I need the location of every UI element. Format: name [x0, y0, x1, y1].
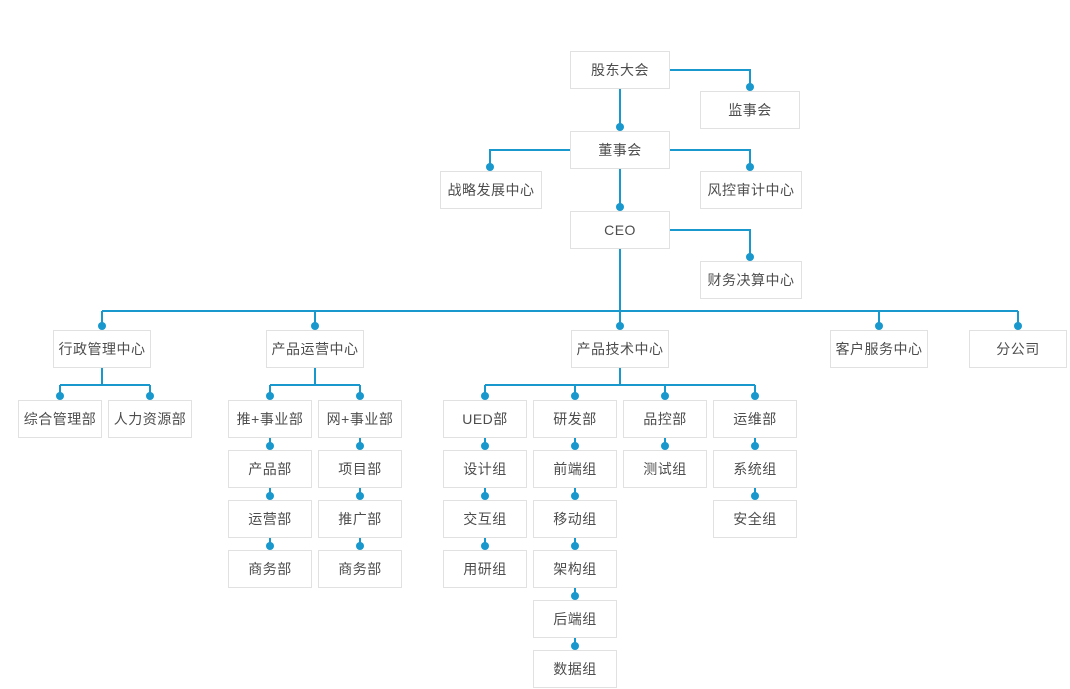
node-supervisory-board: 监事会: [700, 91, 800, 129]
connector-dot: [481, 442, 489, 450]
node-promotion-dept: 推广部: [318, 500, 402, 538]
node-tui-plus-division: 推+事业部: [228, 400, 312, 438]
connector-dot: [616, 203, 624, 211]
node-mobile-group: 移动组: [533, 500, 617, 538]
node-security-group: 安全组: [713, 500, 797, 538]
connector-dot: [751, 442, 759, 450]
node-operations-dept: 运营部: [228, 500, 312, 538]
connector-dot: [266, 442, 274, 450]
node-customer-service-center: 客户服务中心: [830, 330, 928, 368]
node-user-research-group: 用研组: [443, 550, 527, 588]
connector-dot: [311, 322, 319, 330]
node-quality-control-dept: 品控部: [623, 400, 707, 438]
connector-dot: [356, 392, 364, 400]
node-branch-company: 分公司: [969, 330, 1067, 368]
connector-dot: [56, 392, 64, 400]
node-interaction-group: 交互组: [443, 500, 527, 538]
connector-dot: [146, 392, 154, 400]
connector-dot: [751, 492, 759, 500]
connector-dot: [661, 392, 669, 400]
node-financial-settlement-center: 财务决算中心: [700, 261, 802, 299]
connector-dot: [616, 322, 624, 330]
node-board-of-directors: 董事会: [570, 131, 670, 169]
connector-dots: [56, 83, 1022, 650]
connector-dot: [571, 492, 579, 500]
node-data-group: 数据组: [533, 650, 617, 688]
node-product-dept: 产品部: [228, 450, 312, 488]
node-risk-audit-center: 风控审计中心: [700, 171, 802, 209]
node-business-dept-right: 商务部: [318, 550, 402, 588]
node-system-group: 系统组: [713, 450, 797, 488]
connector-dot: [746, 253, 754, 261]
node-rd-dept: 研发部: [533, 400, 617, 438]
node-human-resources-dept: 人力资源部: [108, 400, 192, 438]
node-architecture-group: 架构组: [533, 550, 617, 588]
connector-dot: [356, 542, 364, 550]
connector-dot: [571, 442, 579, 450]
node-ceo: CEO: [570, 211, 670, 249]
node-wang-plus-division: 网+事业部: [318, 400, 402, 438]
connector-dot: [266, 542, 274, 550]
connector-dot: [266, 492, 274, 500]
node-project-dept: 项目部: [318, 450, 402, 488]
connector-dot: [571, 642, 579, 650]
connector-dot: [571, 542, 579, 550]
connector-dot: [356, 442, 364, 450]
node-shareholders-meeting: 股东大会: [570, 51, 670, 89]
node-general-management-dept: 综合管理部: [18, 400, 102, 438]
connector-dot: [571, 592, 579, 600]
connector-dot: [751, 392, 759, 400]
node-strategy-development-center: 战略发展中心: [440, 171, 542, 209]
connector-dot: [481, 492, 489, 500]
node-om-dept: 运维部: [713, 400, 797, 438]
node-admin-management-center: 行政管理中心: [53, 330, 151, 368]
connector-dot: [616, 123, 624, 131]
connector-dot: [356, 492, 364, 500]
node-testing-group: 测试组: [623, 450, 707, 488]
connector-dot: [486, 163, 494, 171]
connector-dot: [266, 392, 274, 400]
node-product-operations-center: 产品运营中心: [266, 330, 364, 368]
connector-dot: [1014, 322, 1022, 330]
connector-dot: [481, 392, 489, 400]
connector-dot: [746, 83, 754, 91]
node-product-technology-center: 产品技术中心: [571, 330, 669, 368]
connector-dot: [481, 542, 489, 550]
connector-dot: [875, 322, 883, 330]
node-design-group: 设计组: [443, 450, 527, 488]
connector-dot: [571, 392, 579, 400]
connector-dot: [661, 442, 669, 450]
node-ued-dept: UED部: [443, 400, 527, 438]
node-frontend-group: 前端组: [533, 450, 617, 488]
connector-dot: [98, 322, 106, 330]
connector-dot: [746, 163, 754, 171]
node-backend-group: 后端组: [533, 600, 617, 638]
node-business-dept-left: 商务部: [228, 550, 312, 588]
